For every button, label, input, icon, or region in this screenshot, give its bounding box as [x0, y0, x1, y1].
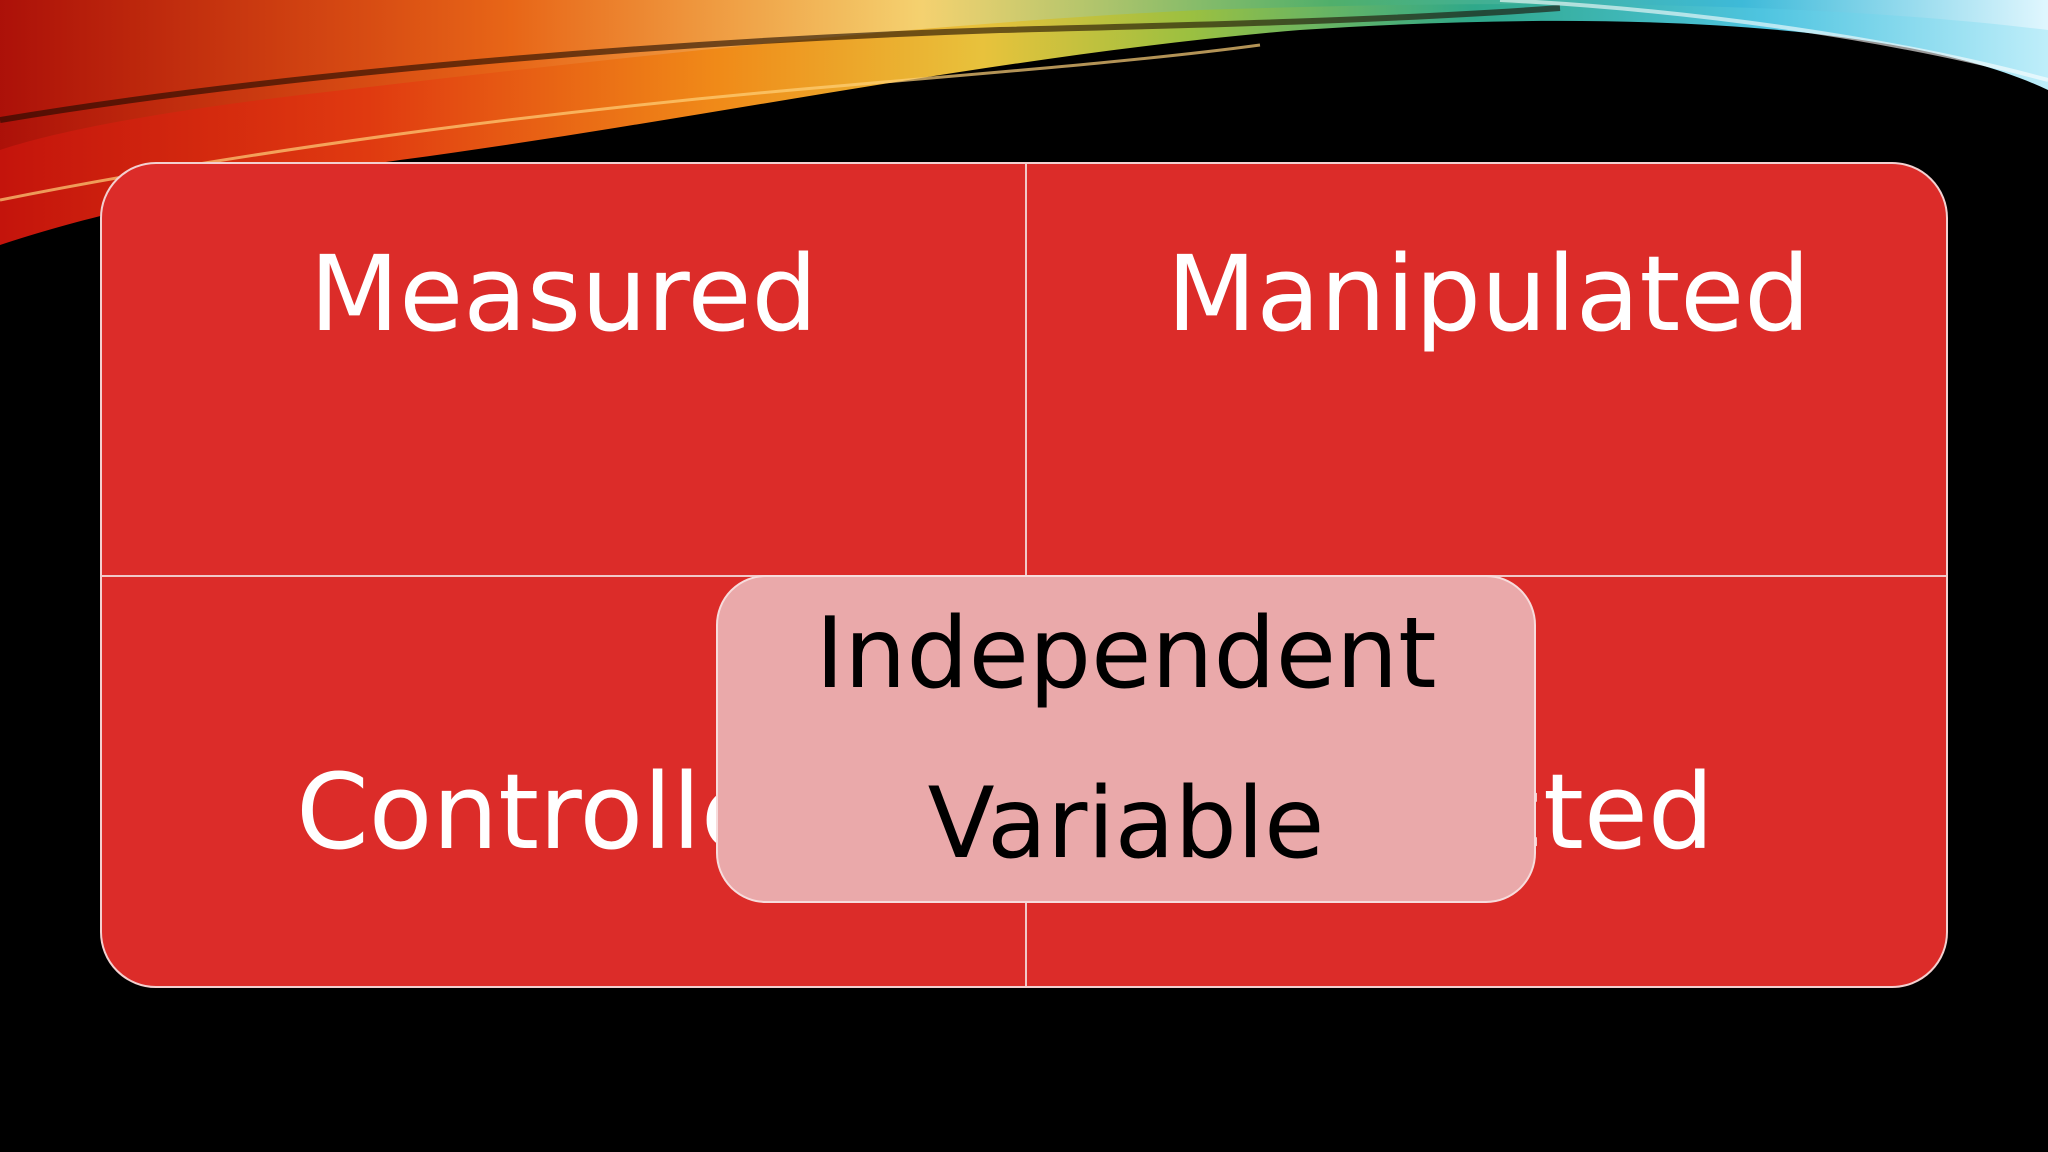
- center-label-line1: Independent: [815, 597, 1437, 711]
- quadrant-manipulated: Manipulated: [1166, 233, 1811, 355]
- center-label-box: Independent Variable: [716, 575, 1536, 903]
- decorative-swoosh: [0, 0, 2048, 245]
- quadrant-measured: Measured: [309, 233, 818, 355]
- center-label-line2: Variable: [927, 767, 1325, 881]
- quadrant-matrix: Measured Manipulated Controlled Selected…: [100, 162, 1948, 988]
